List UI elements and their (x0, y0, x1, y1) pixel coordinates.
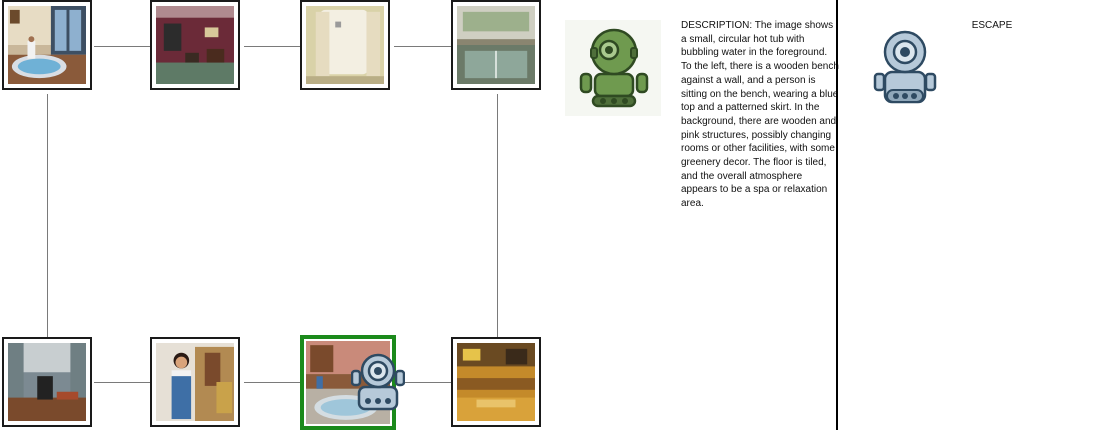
connection-r1c1-r1c2 (94, 46, 152, 47)
room-description: DESCRIPTION: The image shows a small, ci… (681, 19, 839, 211)
room-r2-c4[interactable] (451, 337, 541, 427)
room-photo-maroon-lounge (156, 6, 234, 84)
description-text: The image shows a small, circular hot tu… (681, 20, 839, 210)
room-r1-c1[interactable] (2, 0, 92, 90)
connection-r2c1-r2c2 (94, 382, 152, 383)
room-r1-c3[interactable] (300, 0, 390, 90)
room-photo-hot-tub-suite (8, 6, 86, 84)
connection-r1c3-r1c4 (394, 46, 452, 47)
room-r1-c4[interactable] (451, 0, 541, 90)
room-photo-spa-hot-tub (306, 341, 390, 424)
room-photo-cafeteria (457, 343, 535, 421)
connection-r2c2-r2c3 (244, 382, 302, 383)
room-photo-person-overalls (156, 343, 234, 421)
connection-r1c2-r1c3 (244, 46, 302, 47)
room-photo-living-room (8, 343, 86, 421)
panel-divider (836, 0, 838, 430)
room-photo-shower (306, 6, 384, 84)
agent-card (565, 20, 661, 116)
room-r1-c2[interactable] (150, 0, 240, 90)
description-label: DESCRIPTION: (681, 20, 753, 31)
room-r2-c1[interactable] (2, 337, 92, 427)
room-map (0, 0, 548, 430)
connection-r1c1-r2c1 (47, 94, 48, 338)
escape-label: ESCAPE (971, 20, 1013, 31)
room-photo-indoor-pool (457, 6, 535, 84)
connection-r2c3-r2c4 (394, 382, 452, 383)
escape-robot-icon[interactable] (873, 30, 937, 106)
green-robot-icon (579, 28, 649, 108)
room-r2-c3[interactable] (300, 335, 396, 430)
room-r2-c2[interactable] (150, 337, 240, 427)
connection-r1c4-r2c4 (497, 94, 498, 338)
